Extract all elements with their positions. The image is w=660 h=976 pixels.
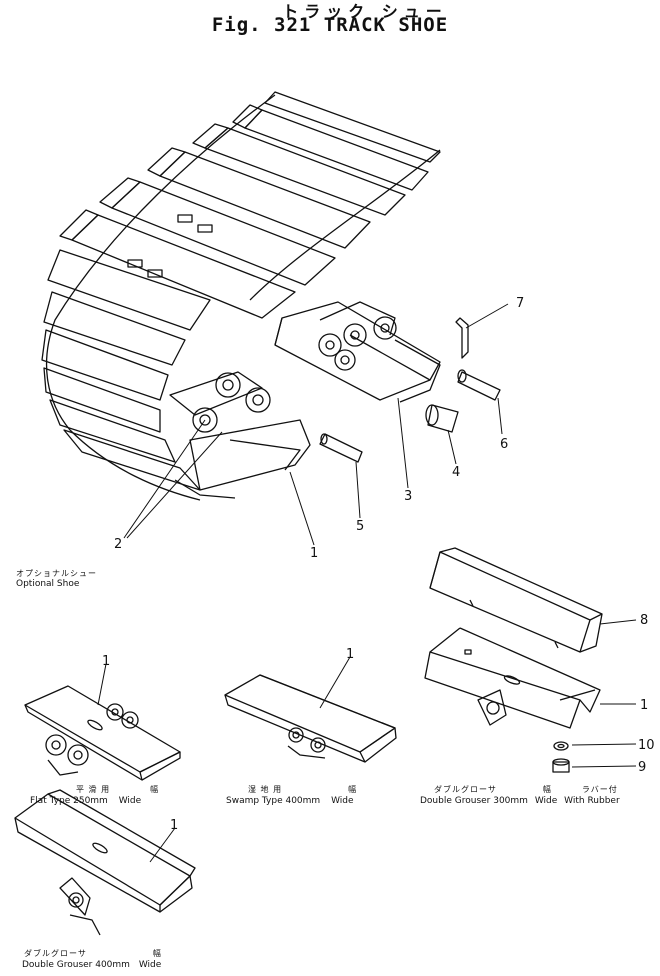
double-grouser-300-rubber (424, 547, 637, 773)
optional-shoe-jp: オプショナルシュー (16, 569, 97, 578)
bushing-part4-end (425, 404, 439, 426)
swamp-width-jp: 幅 (348, 785, 358, 794)
label-part-5: 5 (356, 519, 364, 534)
pin-part6 (457, 371, 501, 401)
label-part-10: 10 (638, 738, 655, 753)
track-chain-assembly (41, 91, 441, 501)
double300-width-en: Wide (534, 796, 558, 806)
label-part-7: 7 (516, 296, 524, 311)
figure-title: Fig. 321 TRACK SHOE (211, 14, 449, 36)
double400-jp: ダブルグローサ (24, 949, 87, 958)
double400-en: Double Grouser 400mm (22, 960, 130, 970)
swamp-type-caption: 湿 地 用 幅 Swamp Type 400mm Wide (226, 784, 357, 807)
optional-shoe-caption: オプショナルシュー Optional Shoe (16, 568, 97, 590)
shoe-plate-part3 (274, 301, 441, 403)
label-part-1-flat: 1 (102, 654, 110, 669)
title-japanese: トラック シュー (282, 2, 448, 21)
label-part-1-double400: 1 (170, 818, 178, 833)
pin-part5-end (320, 433, 328, 445)
flat-type-shoe (24, 663, 181, 781)
swamp-type-shoe (224, 656, 397, 763)
label-part-9: 9 (638, 760, 646, 775)
swamp-type-jp: 湿 地 用 (248, 785, 283, 794)
label-part-1-double300: 1 (640, 698, 648, 713)
flat-type-en: Flat Type 250mm (30, 796, 108, 806)
double-grouser-300-caption: ダブルグローサ 幅 ラバー付 Double Grouser 300mm Wide W… (420, 784, 620, 807)
pin-part7 (455, 317, 469, 359)
label-part-6: 6 (500, 437, 508, 452)
leader-lines (123, 303, 509, 546)
double300-en: Double Grouser 300mm (420, 796, 528, 806)
swamp-width-en: Wide (331, 796, 354, 806)
double-grouser-400 (14, 789, 196, 936)
label-part-2: 2 (114, 537, 122, 552)
pin-part6-end (457, 369, 467, 383)
flat-width-en: Wide (118, 796, 142, 806)
label-part-1-swamp: 1 (346, 647, 354, 662)
double300-width-jp: 幅 (542, 785, 552, 794)
flat-type-jp: 平 滑 用 (76, 785, 111, 794)
track-link-pair (169, 371, 311, 499)
double400-width-en: Wide (138, 960, 162, 970)
label-part-1: 1 (310, 546, 318, 561)
double400-width-jp: 幅 (152, 949, 162, 958)
label-part-4: 4 (452, 465, 460, 480)
double-grouser-400-caption: ダブルグローサ 幅 Double Grouser 400mm Wide (22, 948, 162, 971)
double300-rubber-en: With Rubber (564, 796, 620, 806)
label-part-8: 8 (640, 613, 648, 628)
pin-part5 (319, 433, 363, 463)
flat-type-caption: 平 滑 用 幅 Flat Type 250mm Wide (30, 784, 159, 807)
flat-width-jp: 幅 (150, 785, 160, 794)
swamp-type-en: Swamp Type 400mm (226, 796, 321, 806)
double300-jp: ダブルグローサ (434, 785, 497, 794)
label-part-3: 3 (404, 489, 412, 504)
optional-shoe-en: Optional Shoe (16, 579, 80, 589)
bushing-part4 (427, 404, 459, 433)
double300-rubber-jp: ラバー付 (581, 785, 618, 794)
